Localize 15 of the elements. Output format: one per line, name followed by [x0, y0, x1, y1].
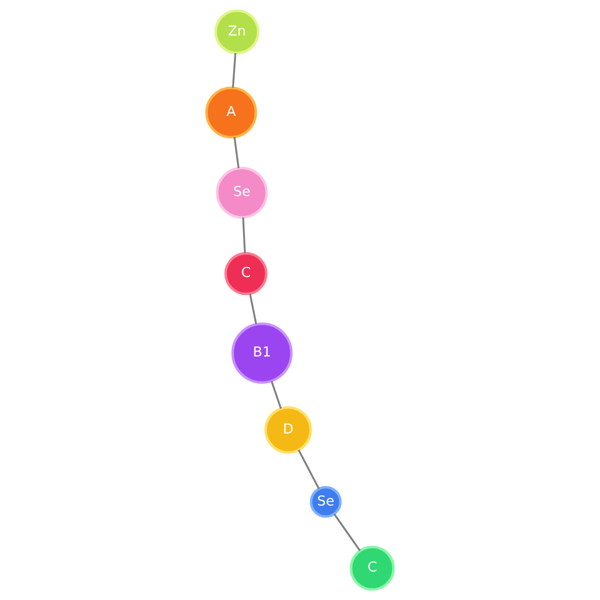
connector	[249, 294, 258, 324]
node-circle: A	[205, 86, 258, 138]
node-circle: C	[224, 252, 268, 296]
node-circle: Zn	[214, 9, 260, 54]
node-circle: C	[350, 546, 395, 591]
node-circle: B1	[231, 322, 293, 384]
connector	[242, 217, 246, 254]
connector	[270, 380, 282, 409]
node-circle: Se	[216, 166, 268, 219]
connector	[298, 449, 320, 490]
connector	[334, 514, 361, 552]
connector	[232, 52, 236, 88]
node-circle: D	[264, 406, 312, 454]
node-circle: Se	[310, 486, 342, 518]
connector	[234, 136, 240, 168]
